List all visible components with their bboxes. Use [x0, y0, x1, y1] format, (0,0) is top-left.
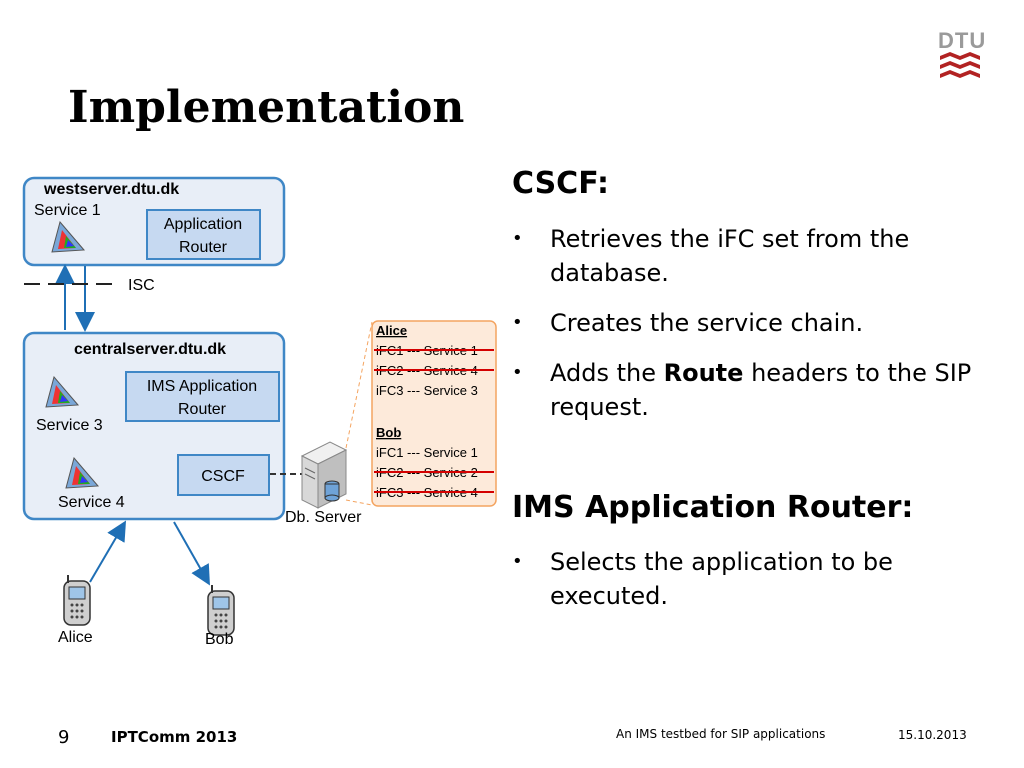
db-server-label: Db. Server [285, 509, 362, 526]
bullet-dot: • [512, 551, 523, 572]
cscf-bullet-list: • Retrieves the iFC set from the database… [512, 222, 982, 440]
router-bullet-list: • Selects the application to be executed. [512, 545, 982, 629]
page-number: 9 [58, 727, 70, 748]
alice-label: Alice [58, 629, 93, 646]
architecture-diagram: westserver.dtu.dk Service 1 Application … [22, 176, 497, 648]
footer-date: 15.10.2013 [898, 728, 967, 742]
bullet-item: • Selects the application to be executed. [512, 545, 982, 613]
bullet-text: Retrieves the iFC set from the database. [550, 225, 910, 287]
logo-waves-icon [940, 52, 980, 78]
cscf-heading: CSCF: [512, 166, 610, 201]
ifc-alice-row: iFC3 --- Service 3 [376, 383, 478, 398]
service3-icon [45, 375, 80, 408]
west-server-name: westserver.dtu.dk [43, 181, 179, 198]
service1-icon [51, 220, 86, 253]
service4-icon [65, 456, 100, 489]
app-router-line1: Application [164, 216, 242, 233]
central-server-name: centralserver.dtu.dk [74, 341, 226, 358]
ifc-bob-row: iFC1 --- Service 1 [376, 445, 478, 460]
bob-phone-icon [207, 585, 235, 636]
bullet-text: Selects the application to be executed. [550, 548, 893, 610]
ifc-bob-header: Bob [376, 425, 401, 440]
service4-label: Service 4 [58, 494, 125, 511]
ims-router-line1: IMS Application [147, 378, 257, 395]
bob-arrow [173, 521, 210, 586]
bullet-dot: • [512, 228, 523, 249]
service3-label: Service 3 [36, 417, 103, 434]
ifc-table: Alice iFC1 --- Service 1 iFC2 --- Servic… [371, 320, 497, 507]
app-router-line2: Router [179, 239, 228, 256]
west-server-box: westserver.dtu.dk Service 1 Application … [22, 176, 286, 267]
bullet-dot: • [512, 362, 523, 383]
bullet-item: • Creates the service chain. [512, 306, 982, 340]
logo-text: DTU [938, 28, 987, 53]
dtu-logo: DTU [938, 28, 987, 90]
alice-phone-icon [63, 575, 91, 626]
conference-name: IPTComm 2013 [111, 728, 238, 746]
callout-line-bottom [345, 499, 373, 506]
slide-title: Implementation [68, 82, 465, 133]
bullet-item: • Adds the Route headers to the SIP reque… [512, 356, 982, 424]
alice-arrow [89, 520, 127, 583]
cscf-label: CSCF [201, 468, 245, 485]
bob-label: Bob [205, 631, 234, 648]
bullet-text: Creates the service chain. [550, 309, 864, 337]
isc-label: ISC [128, 277, 155, 294]
router-heading: IMS Application Router: [512, 490, 914, 525]
db-server-icon [300, 441, 348, 509]
west-service1-label: Service 1 [34, 202, 101, 219]
ifc-alice-header: Alice [376, 323, 407, 338]
footer-title: An IMS testbed for SIP applications [616, 727, 826, 741]
callout-line-top [345, 321, 373, 449]
bullet-text-bold: Route [663, 359, 744, 387]
central-server-box: centralserver.dtu.dk IMS Application Rou… [22, 331, 286, 521]
bullet-dot: • [512, 312, 523, 333]
bullet-text-before: Adds the [550, 359, 664, 387]
bullet-item: • Retrieves the iFC set from the database… [512, 222, 982, 290]
bullet-text-after: headers to the SIP request. [550, 359, 972, 421]
ims-router-line2: Router [178, 401, 227, 418]
